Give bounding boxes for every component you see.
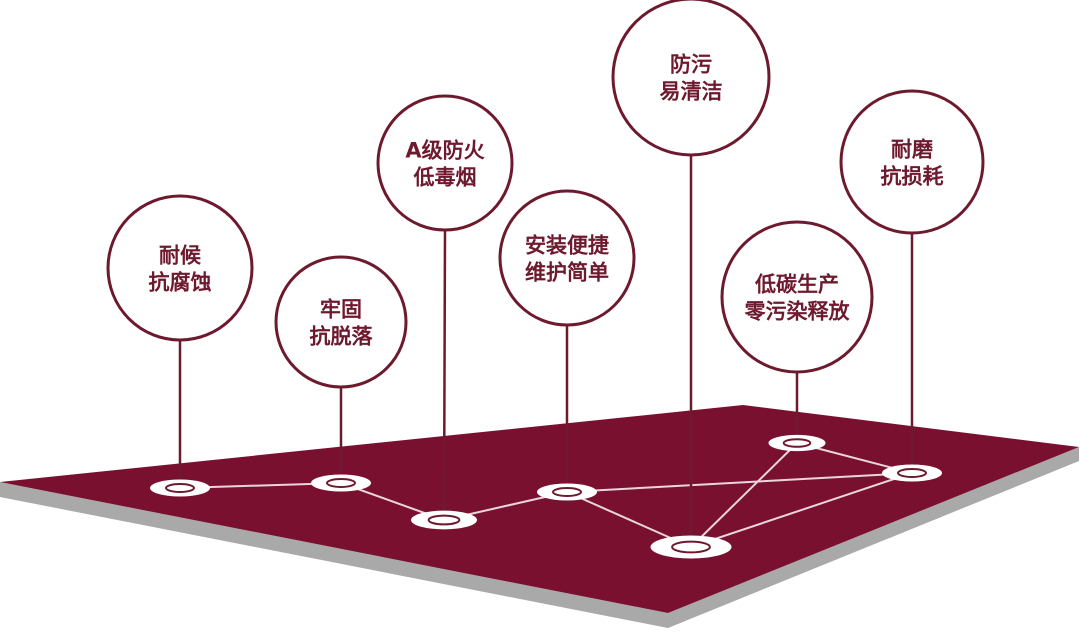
bubble-label-wear-2: 抗损耗 (881, 165, 944, 189)
bubble-label-install-1: 安装便捷 (525, 234, 609, 258)
node-lowcarbon (768, 434, 826, 452)
node-inner-weather (165, 483, 195, 493)
feature-bubbles: 耐候抗腐蚀牢固抗脱落A级防火低毒烟安装便捷维护简单防污易清洁低碳生产零污染释放耐… (106, 0, 985, 389)
platform-shadow (0, 447, 1079, 628)
node-weather (150, 479, 210, 497)
node-antifouling (650, 535, 732, 559)
node-fire (411, 510, 477, 530)
bubble-label-antifouling-1: 防污 (670, 53, 712, 77)
node-inner-antifouling (671, 540, 711, 554)
link-install-wear (566, 472, 913, 493)
node-inner-install (552, 487, 582, 497)
stem-fire (442, 229, 447, 521)
link-antifouling-lowcarbon (690, 442, 798, 548)
platform-nodes (150, 434, 942, 559)
bubble-label-fire-2: 低毒烟 (413, 166, 477, 190)
bubble-label-weather-2: 抗腐蚀 (149, 271, 212, 295)
bubble-label-fire-1: A级防火 (405, 139, 484, 163)
bubble-circle-wear (839, 89, 985, 235)
bubble-circle-weather (106, 194, 254, 342)
link-antifouling-wear (690, 472, 913, 548)
node-sturdy (311, 474, 371, 492)
bubble-label-weather-1: 耐候 (159, 244, 202, 268)
node-install (537, 483, 597, 501)
bubble-label-install-2: 维护简单 (525, 261, 609, 285)
bubble-label-sturdy-1: 牢固 (320, 298, 362, 322)
node-inner-wear (897, 468, 927, 478)
node-wear (882, 464, 942, 482)
bubble-label-lowcarbon-2: 零污染释放 (744, 300, 851, 324)
bubble-label-wear-1: 耐磨 (891, 138, 933, 162)
bubble-label-lowcarbon-1: 低碳生产 (754, 273, 839, 297)
node-inner-fire (427, 514, 461, 526)
bubble-circle-sturdy (274, 255, 408, 389)
node-inner-sturdy (326, 478, 356, 488)
platform (0, 405, 1079, 613)
bubble-label-sturdy-2: 抗脱落 (310, 325, 374, 349)
node-inner-lowcarbon (782, 438, 812, 448)
bubble-circle-fire (376, 94, 514, 232)
bubble-circle-lowcarbon (720, 220, 874, 374)
bubble-circle-install (498, 189, 636, 327)
bubble-label-antifouling-2: 易清洁 (660, 80, 723, 104)
bubble-circle-antifouling (611, 0, 771, 157)
bubble-stems (178, 155, 914, 547)
